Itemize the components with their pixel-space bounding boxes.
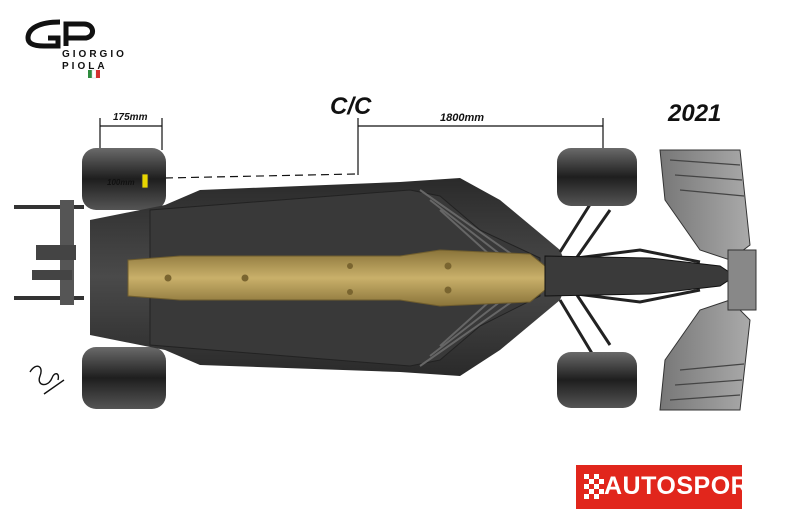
plank-dimension-label: 100mm: [107, 178, 135, 187]
logo-wordmark: GIORGIO PIOLA: [62, 49, 127, 73]
dimension-lines: [99, 118, 604, 179]
front-right-tyre: [557, 352, 637, 408]
autosport-badge: [576, 465, 742, 509]
artist-signature: [29, 365, 65, 395]
logo-line-1: GIORGIO: [62, 49, 127, 60]
centerline-label: C/C: [330, 93, 372, 120]
giorgio-piola-logo-icon: [25, 19, 95, 49]
rear-wing: [14, 200, 84, 305]
rear-right-tyre: [82, 347, 166, 409]
year-label: 2021: [668, 100, 722, 127]
plank: [127, 173, 546, 307]
tyre-width-label: 175mm: [113, 112, 148, 123]
nose-cone: [544, 255, 736, 297]
italian-flag-icon: [88, 69, 100, 79]
plank-reference-marker: [141, 173, 149, 189]
front-left-tyre: [557, 148, 637, 206]
wheelbase-dimension-label: 1800mm: [440, 112, 485, 124]
front-wing: [659, 149, 757, 411]
logo-line-2: PIOLA: [62, 61, 108, 72]
rear-left-tyre: [82, 148, 166, 210]
autosport-wordmark: AUTOSPORT: [604, 472, 765, 500]
